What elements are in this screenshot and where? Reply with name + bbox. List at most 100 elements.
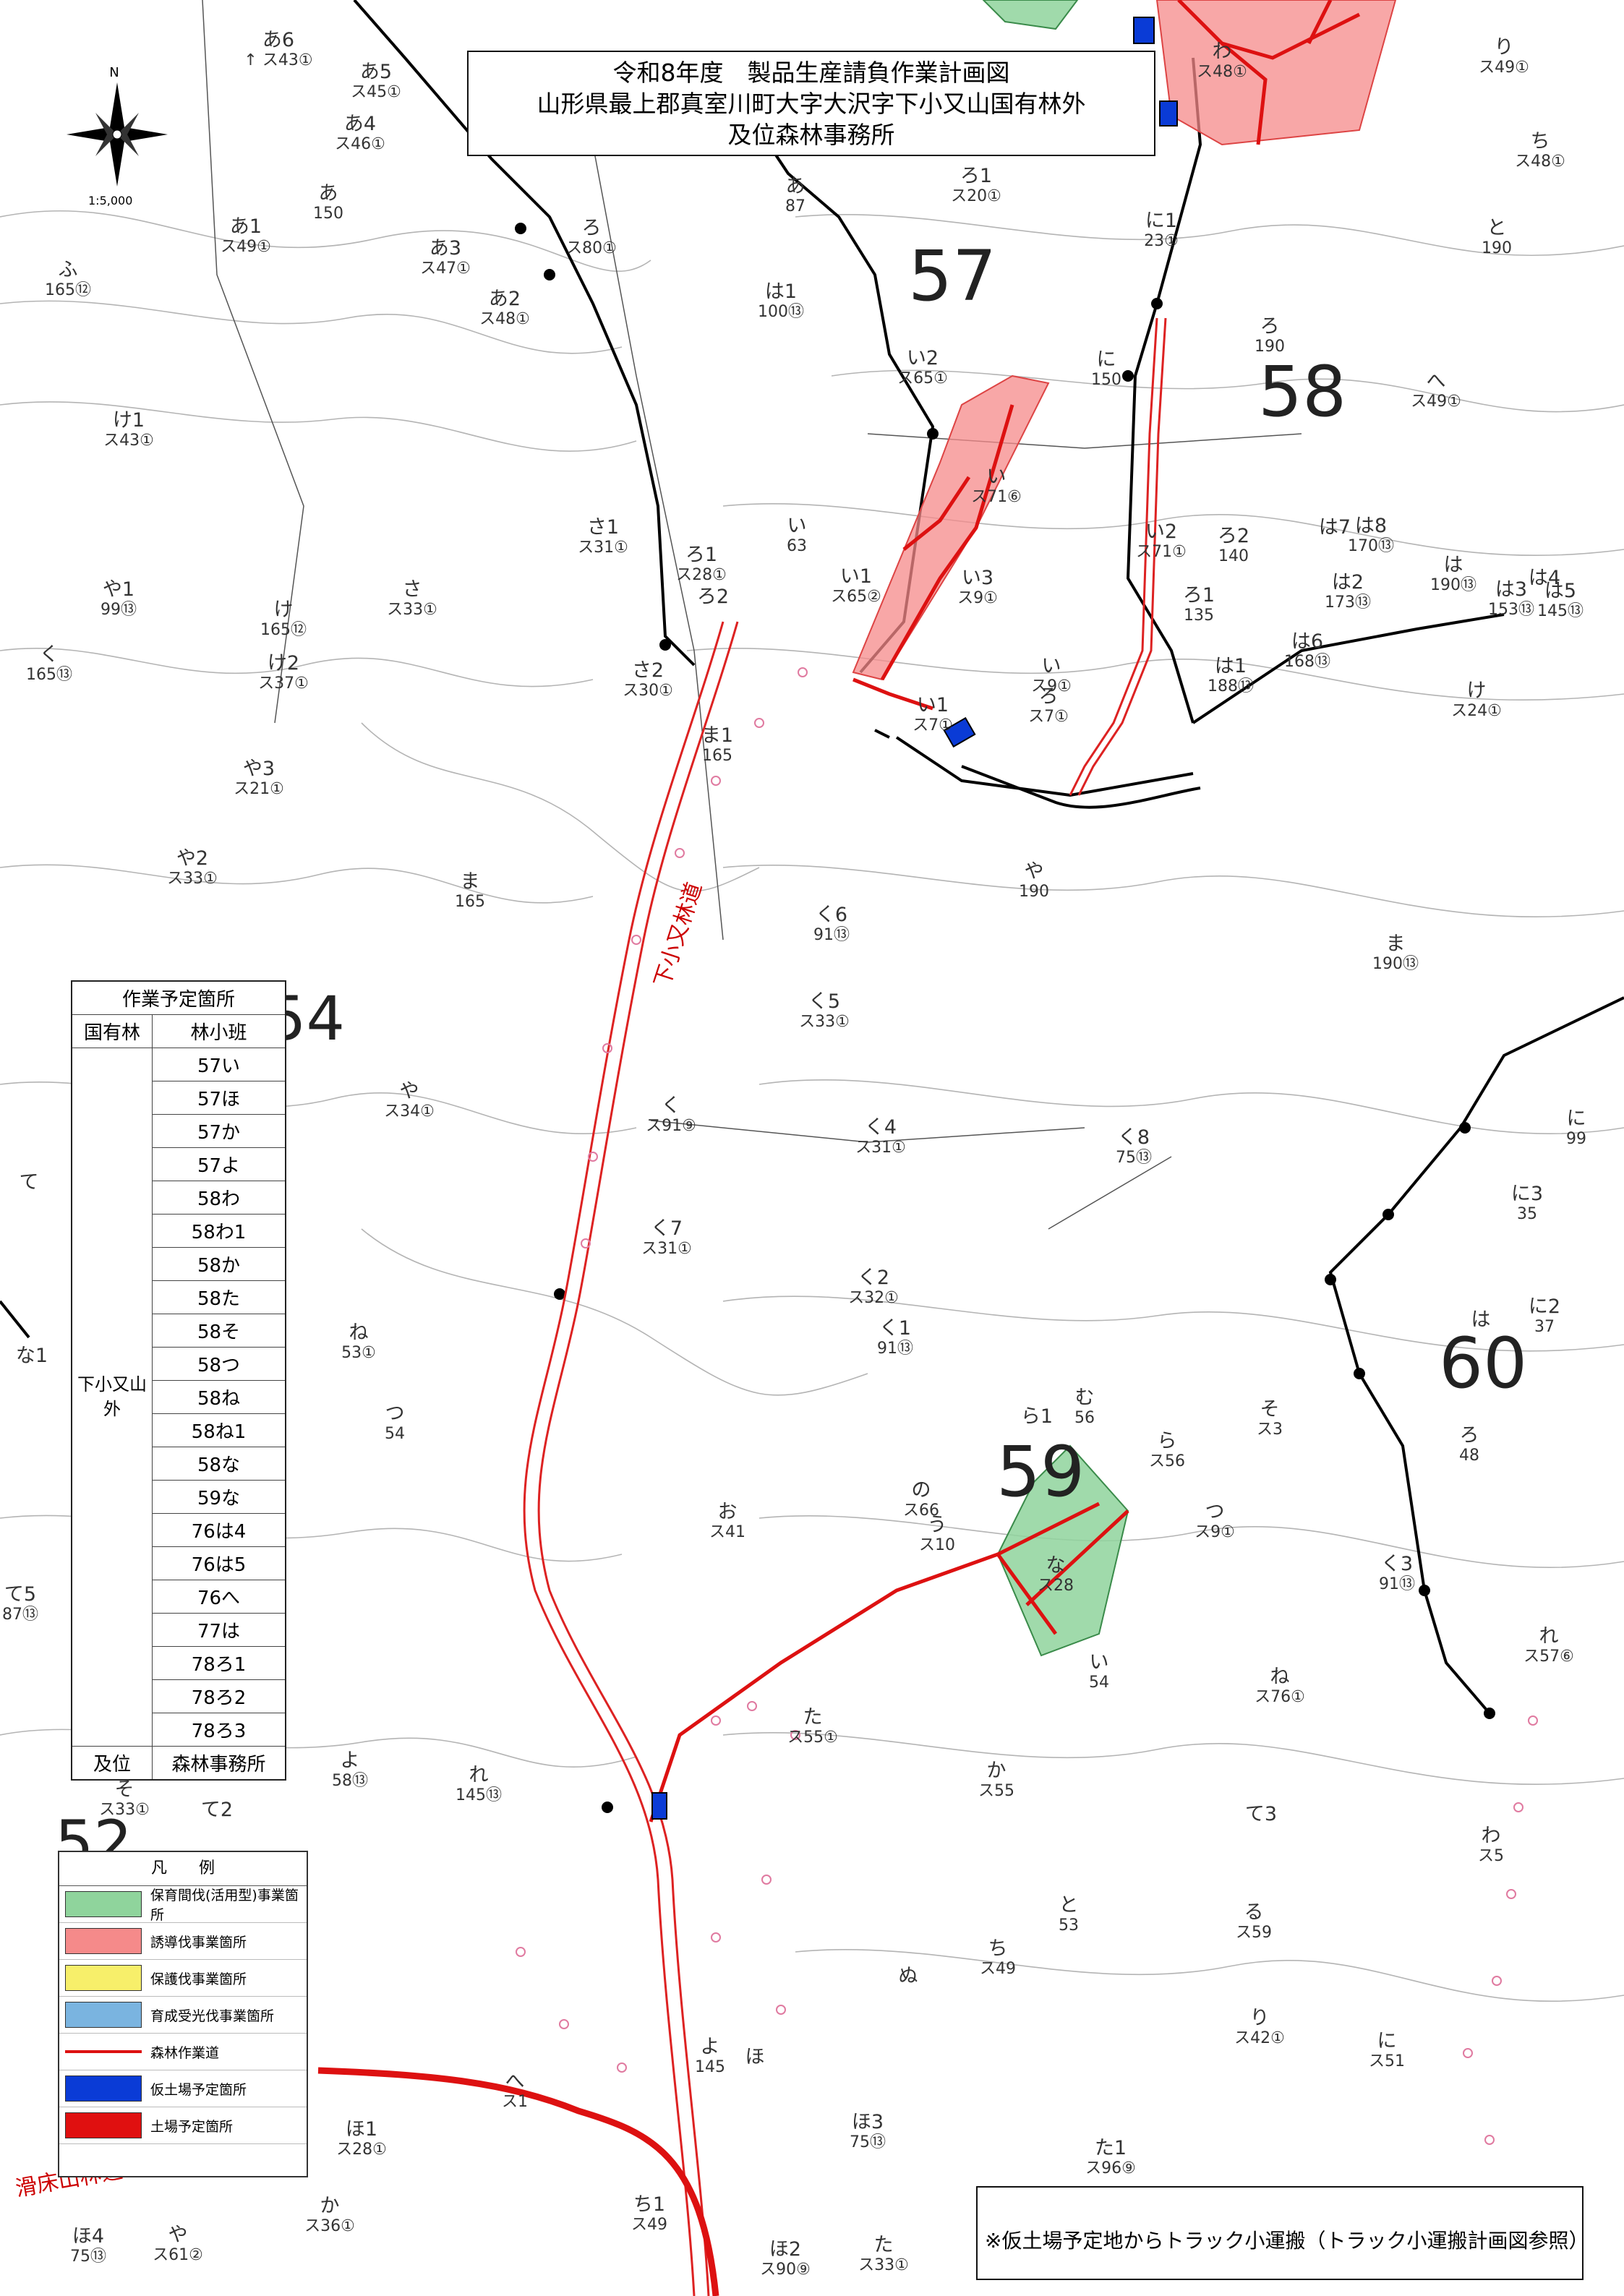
legend: 凡 例 保育間伐(活用型)事業箇所誘導伐事業箇所保護伐事業箇所育成受光伐事業箇所… [58, 1851, 308, 2177]
stand-name: ふ [58, 259, 78, 281]
stand-label: て [20, 1171, 39, 1194]
stand-value: ス49① [221, 238, 271, 257]
legend-label: 育成受光伐事業箇所 [150, 2008, 275, 2024]
stand-name: ほ4 [72, 2225, 105, 2248]
guided-cutting-area-58wa [1155, 0, 1397, 146]
stand-cell: 58そ [152, 1314, 286, 1348]
stand-name: ほ3 [851, 2111, 884, 2133]
stand-label: そス33① [99, 1778, 150, 1819]
stand-value: ス61② [153, 2246, 203, 2265]
stand-label: わス5 [1478, 1825, 1504, 1865]
stand-label: へス1 [502, 2070, 528, 2111]
stand-value: ス24① [1451, 702, 1502, 721]
stand-name: く1 [879, 1317, 912, 1340]
legend-label: 保護伐事業箇所 [150, 1971, 247, 1987]
stand-name: は [1471, 1308, 1491, 1331]
svg-text:N: N [109, 65, 119, 80]
legend-swatch [65, 1928, 142, 1954]
legend-row: 仮土場予定箇所 [59, 2070, 307, 2107]
stand-label: いス9① [1031, 655, 1072, 695]
stand-cell: 57よ [152, 1147, 286, 1181]
footer-left: 及位 [71, 1746, 153, 1781]
stand-value: ス21① [234, 780, 284, 799]
stand-name: い [1041, 655, 1061, 677]
stand-label: ちス49 [980, 1937, 1016, 1978]
stand-value: ス30① [623, 682, 673, 701]
stand-label: な1 [16, 1345, 48, 1367]
stand-name: い3 [961, 567, 994, 589]
stand-label: るス59 [1236, 1901, 1272, 1942]
stand-value: ス9① [1195, 1523, 1235, 1542]
stand-name: ね [1270, 1666, 1290, 1688]
stand-name: い1 [916, 694, 949, 716]
stand-value: ス7① [1028, 708, 1069, 727]
stand-name: は3 [1495, 578, 1528, 601]
stand-value: ス65① [897, 369, 948, 388]
stand-value: 75⑬ [1116, 1149, 1152, 1168]
stand-value: 145⑬ [456, 1786, 502, 1805]
stand-label: そス3 [1257, 1398, 1283, 1439]
stand-label: ろス7① [1028, 685, 1069, 726]
stand-value: 150 [1091, 371, 1121, 390]
stand-label: らス56 [1149, 1430, 1185, 1470]
stand-value: ス42① [1234, 2029, 1285, 2048]
stand-value: ス48① [1197, 63, 1247, 82]
stand-name: や3 [242, 758, 275, 780]
stand-name: へ [1426, 370, 1446, 393]
stand-name: い [1089, 1651, 1109, 1674]
stand-name: は5 [1544, 580, 1577, 602]
forest-name-cell: 下小又山外 [71, 1048, 153, 1747]
stand-value: 58⑬ [332, 1772, 368, 1791]
stand-name: ら [1157, 1430, 1177, 1452]
stand-name: や [399, 1080, 419, 1102]
stand-name: ほ2 [769, 2238, 802, 2261]
stand-label: つス9① [1195, 1501, 1235, 1541]
stand-value: 190⑬ [1430, 576, 1476, 595]
stand-cell: 58ね [152, 1380, 286, 1414]
stand-label: やス34① [384, 1080, 435, 1121]
stand-name: あ3 [429, 237, 462, 260]
legend-title: 凡 例 [59, 1852, 307, 1886]
stand-value: ス43① [103, 432, 154, 450]
title-line-1: 令和8年度 製品生産請負作業計画図 [612, 59, 1010, 87]
thinning-area-top [982, 0, 1079, 30]
stand-value: ス56 [1149, 1452, 1185, 1471]
stand-label: て2 [201, 1799, 233, 1821]
stand-name: か [986, 1760, 1007, 1782]
stand-cell: 58つ [152, 1347, 286, 1381]
stand-label: て3 [1245, 1803, 1277, 1825]
black-road [874, 729, 1201, 809]
stand-name: は7 [1318, 516, 1351, 539]
stand-name: に3 [1510, 1183, 1544, 1205]
stand-name: は [1443, 554, 1463, 576]
stand-name: た1 [1094, 2137, 1127, 2159]
stand-name: く6 [815, 904, 848, 926]
stand-name: な1 [15, 1345, 48, 1367]
stand-label: りス42① [1234, 2007, 1285, 2047]
stand-cell: 59な [152, 1480, 286, 1514]
stand-label: けス24① [1451, 680, 1502, 720]
stand-value: 87⑬ [2, 1606, 38, 1624]
stand-name: れ [469, 1764, 489, 1786]
stand-value: 91⑬ [877, 1340, 913, 1358]
stand-value: ス90⑨ [760, 2261, 811, 2279]
stand-value: ス31① [641, 1240, 692, 1259]
legend-label: 誘導伐事業箇所 [150, 1934, 247, 1950]
stand-value: ↑ ス43① [244, 51, 313, 70]
stand-name: ろ1 [960, 165, 993, 187]
stand-value: 135 [1184, 607, 1214, 625]
legend-row: 森林作業道 [59, 2034, 307, 2070]
legend-swatch [65, 2076, 142, 2102]
